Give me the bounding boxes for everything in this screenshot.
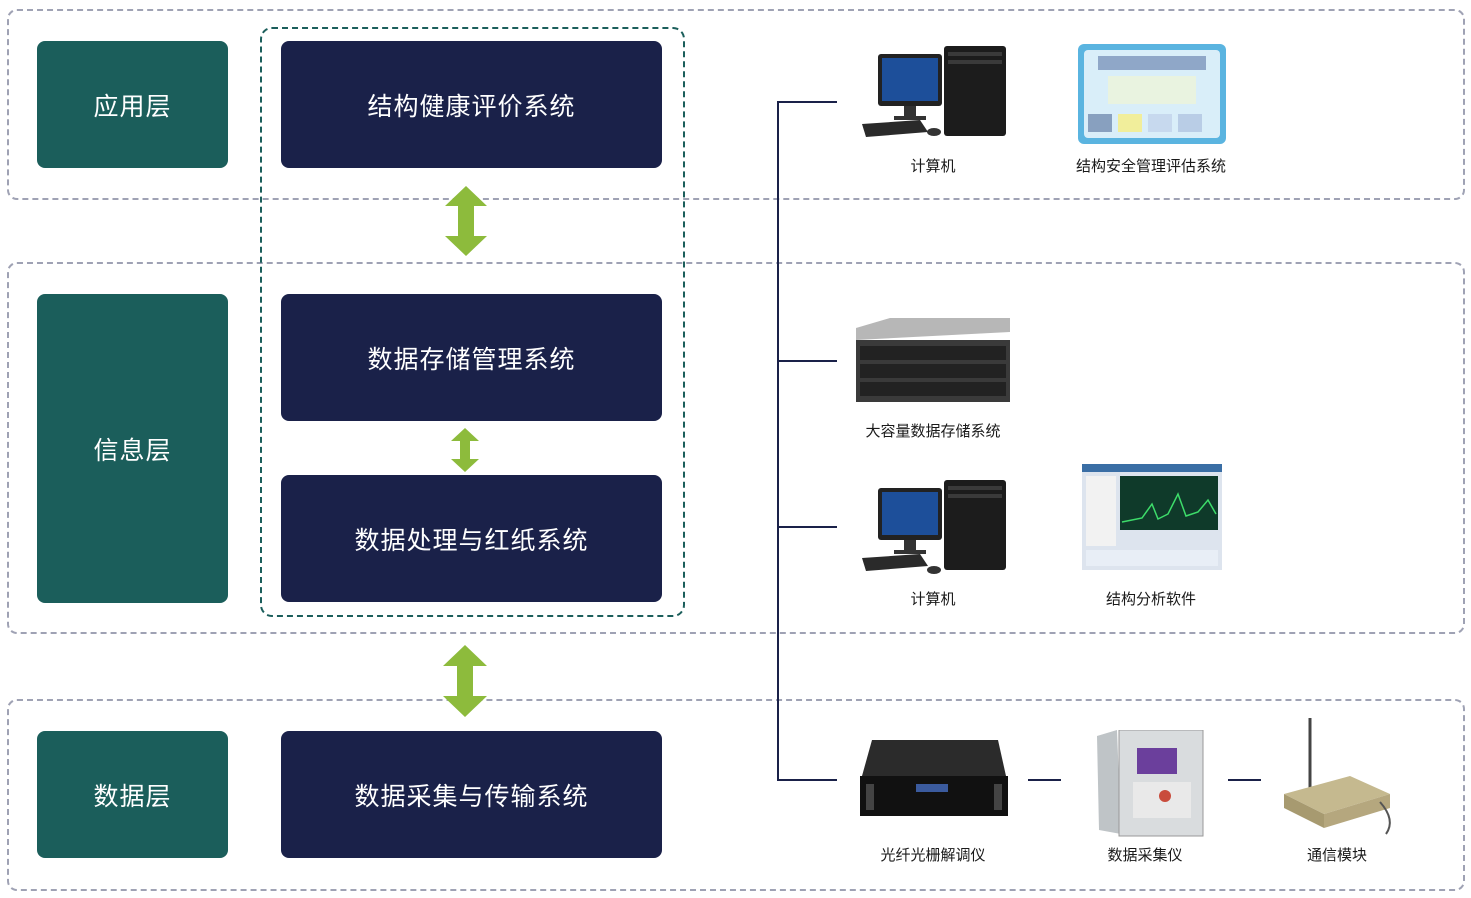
processing-system-box: 数据处理与红纸系统: [281, 475, 662, 602]
device-label: 计算机: [910, 157, 956, 175]
connector-branch: [777, 779, 837, 781]
rack-device-icon: [860, 740, 1008, 816]
health-evaluation-system-box: 结构健康评价系统: [281, 41, 662, 168]
storage-server-icon: [856, 318, 1010, 402]
connector-branch: [777, 360, 837, 362]
data-layer-box: 数据层: [37, 731, 228, 858]
application-layer-box: 应用层: [37, 41, 228, 168]
connector-dash: [1228, 779, 1261, 781]
cabinet-icon: [1097, 730, 1204, 837]
device-label: 结构分析软件: [1105, 590, 1197, 608]
device-label: 结构安全管理评估系统: [1075, 157, 1227, 175]
computer-icon: [862, 46, 1006, 137]
acquisition-system-box: 数据采集与传输系统: [281, 731, 662, 858]
computer-icon: [862, 480, 1006, 574]
application-band: [7, 9, 1465, 200]
comm-module-icon: [1284, 718, 1391, 835]
double-arrow-icon: [443, 645, 487, 717]
device-label: 大容量数据存储系统: [865, 422, 1001, 440]
information-band: [7, 262, 1465, 634]
analysis-screen-icon: [1082, 464, 1222, 570]
connector-trunk: [777, 102, 779, 781]
storage-management-system-box: 数据存储管理系统: [281, 294, 662, 421]
connector-dash: [1028, 779, 1061, 781]
connector-branch: [777, 526, 837, 528]
device-label: 计算机: [910, 590, 956, 608]
upper-systems-group: [260, 27, 685, 617]
data-band: [7, 699, 1465, 891]
connector-branch: [777, 101, 837, 103]
device-label: 数据采集仪: [1107, 846, 1183, 864]
device-label: 通信模块: [1306, 846, 1368, 864]
double-arrow-icon: [445, 186, 487, 256]
double-arrow-icon: [451, 428, 479, 472]
information-layer-box: 信息层: [37, 294, 228, 603]
software-screen-icon: [1078, 44, 1226, 144]
device-label: 光纤光栅解调仪: [880, 846, 986, 864]
